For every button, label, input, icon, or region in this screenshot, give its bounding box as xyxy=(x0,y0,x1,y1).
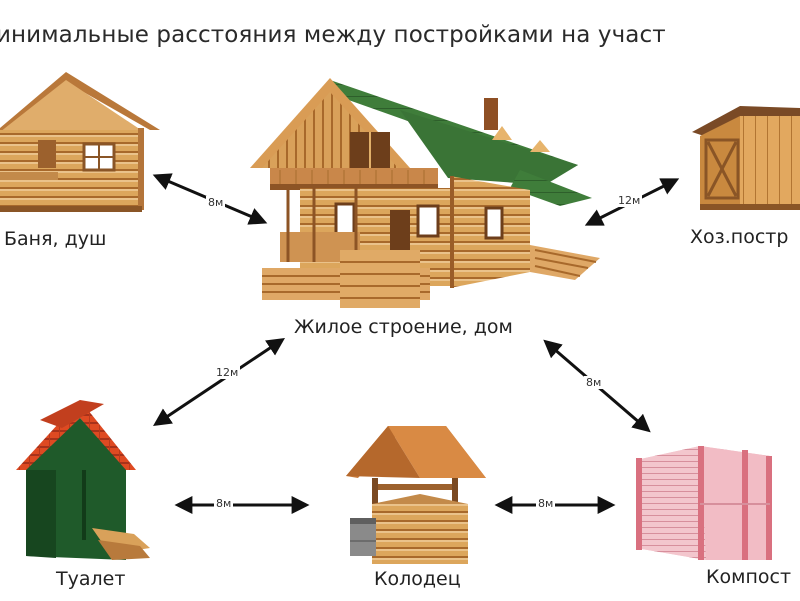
distance-shed-house: 12м xyxy=(616,194,643,207)
label-bath: Баня, душ xyxy=(4,228,107,250)
well-icon xyxy=(346,426,486,564)
label-shed: Хоз.постр xyxy=(690,226,789,248)
toilet-icon xyxy=(16,400,150,560)
distance-toilet-house: 12м xyxy=(214,366,241,379)
label-compost: Компост xyxy=(706,566,792,588)
distance-bath-house: 8м xyxy=(206,196,226,209)
distance-toilet-well: 8м xyxy=(214,497,234,510)
distance-compost-house: 8м xyxy=(584,376,604,389)
shed-icon xyxy=(692,106,800,210)
house-icon xyxy=(250,78,600,308)
diagram-title: инимальные расстояния между постройками … xyxy=(0,22,666,48)
label-well: Колодец xyxy=(374,568,461,590)
distance-well-compost: 8м xyxy=(536,497,556,510)
compost-icon xyxy=(636,446,772,560)
bathhouse-icon xyxy=(0,72,160,212)
label-toilet: Туалет xyxy=(56,568,126,590)
label-house: Жилое строение, дом xyxy=(294,316,513,338)
arrow-toilet-house xyxy=(153,338,285,426)
